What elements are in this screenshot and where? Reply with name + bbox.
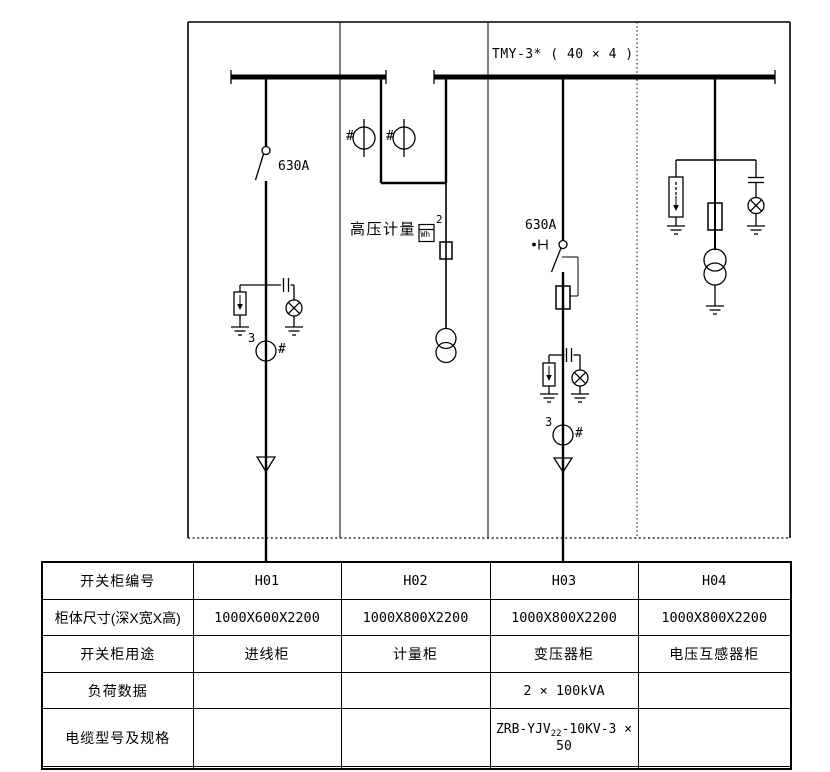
cabinet-id-cell: H01 <box>192 561 342 600</box>
ground-icon <box>746 225 766 235</box>
table-row: 柜体尺寸(深X宽X高) 1000X600X2200 1000X800X2200 … <box>41 598 792 637</box>
row-label: 柜体尺寸(深X宽X高) <box>41 598 194 637</box>
empty-cell <box>489 765 639 770</box>
busbar-label: TMY-3* ( 40 × 4 ) <box>492 47 634 62</box>
voltage-transformer-icon <box>392 119 416 157</box>
metering-pt-icon <box>435 327 457 364</box>
h02-metering <box>352 79 457 364</box>
cabinet-id-cell: H03 <box>489 561 639 600</box>
pt-winding-mark: # <box>386 129 394 144</box>
row-label: 负荷数据 <box>41 671 194 710</box>
fuse-icon <box>439 241 453 260</box>
cable-terminal-icon <box>255 456 277 473</box>
capacitor-icon <box>748 176 764 184</box>
load-data-cell: 2 × 100kVA <box>489 671 639 710</box>
busbar-segment-left <box>230 70 387 84</box>
voltage-transformer-winding-icon <box>703 248 727 286</box>
ground-icon <box>539 393 559 403</box>
busbar-segment-right <box>433 70 776 84</box>
row-label: 开关柜用途 <box>41 635 194 673</box>
indicator-lamp-icon <box>285 299 303 317</box>
h03-feeder <box>532 79 590 561</box>
cabinet-size-cell: 1000X800X2200 <box>637 598 792 637</box>
load-data-cell <box>340 671 491 710</box>
empty-cell <box>340 765 491 770</box>
cabinet-usage-cell: 计量柜 <box>340 635 491 673</box>
pt-winding-mark: # <box>346 129 354 144</box>
current-transformer-icon <box>552 424 574 446</box>
cabinet-id-cell: H04 <box>637 561 792 600</box>
h04-pt-cubicle <box>666 79 766 315</box>
table-row <box>41 765 792 770</box>
h01-ct-mark: # <box>278 342 286 357</box>
capacitor-icon <box>565 348 573 362</box>
capacitor-icon <box>282 278 290 292</box>
disconnector-icon <box>550 239 568 273</box>
energy-meter-label: Wh <box>420 230 431 239</box>
load-data-cell <box>192 671 342 710</box>
table-row: 电缆型号及规格 ZRB-YJV22-10KV-3 × 50 <box>41 708 792 767</box>
cabinet-size-cell: 1000X800X2200 <box>340 598 491 637</box>
h01-switch-rating: 630A <box>278 159 310 174</box>
row-label: 开关柜编号 <box>41 561 194 600</box>
table-row: 开关柜编号 H01 H02 H03 H04 <box>41 561 792 600</box>
load-data-cell <box>637 671 792 710</box>
cable-spec-cell <box>637 708 792 767</box>
empty-cell <box>637 765 792 770</box>
ground-icon <box>284 326 304 336</box>
cable-spec-cell: ZRB-YJV22-10KV-3 × 50 <box>489 708 639 767</box>
cabinet-size-cell: 1000X600X2200 <box>192 598 342 637</box>
cabinet-spec-table: 开关柜编号 H01 H02 H03 H04 柜体尺寸(深X宽X高) 1000X6… <box>41 561 792 770</box>
row-label <box>41 765 194 770</box>
current-transformer-icon <box>255 340 277 362</box>
cabinet-usage-cell: 变压器柜 <box>489 635 639 673</box>
cubicle-outline <box>187 21 791 539</box>
table-row: 开关柜用途 进线柜 计量柜 变压器柜 电压互感器柜 <box>41 635 792 673</box>
ground-icon <box>570 393 590 403</box>
surge-arrester-icon <box>668 176 684 218</box>
cable-spec-cell <box>192 708 342 767</box>
indicator-lamp-icon <box>747 196 765 215</box>
fuse-icon <box>555 285 571 310</box>
cable-terminal-icon <box>552 457 574 474</box>
cabinet-size-cell: 1000X800X2200 <box>489 598 639 637</box>
h01-feeder <box>230 79 304 561</box>
h01-ct-count: 3 <box>248 331 256 345</box>
ground-icon <box>230 326 250 336</box>
cable-spec-cell <box>340 708 491 767</box>
hv-metering-label: 高压计量 <box>350 221 417 238</box>
row-label: 电缆型号及规格 <box>41 708 194 767</box>
cabinet-usage-cell: 电压互感器柜 <box>637 635 792 673</box>
ground-icon <box>666 225 686 235</box>
h03-ct-count: 3 <box>545 415 553 429</box>
h03-switch-rating: 630A <box>525 218 557 233</box>
switch-fuse-linkage-icon <box>532 239 548 250</box>
surge-arrester-icon <box>233 291 247 316</box>
indicator-lamp-icon <box>571 369 589 387</box>
cabinet-id-cell: H02 <box>340 561 491 600</box>
fuse-icon <box>707 202 723 231</box>
h03-ct-mark: # <box>575 426 583 441</box>
voltage-transformer-icon <box>352 119 376 157</box>
surge-arrester-icon <box>542 362 556 387</box>
energy-meter-count: 2 <box>436 213 443 226</box>
empty-cell <box>192 765 342 770</box>
ground-icon <box>705 305 725 315</box>
cabinet-usage-cell: 进线柜 <box>192 635 342 673</box>
disconnector-icon <box>254 145 271 181</box>
energy-meter-icon <box>418 223 435 243</box>
table-row: 负荷数据 2 × 100kVA <box>41 671 792 710</box>
striker-bracket <box>562 256 579 297</box>
